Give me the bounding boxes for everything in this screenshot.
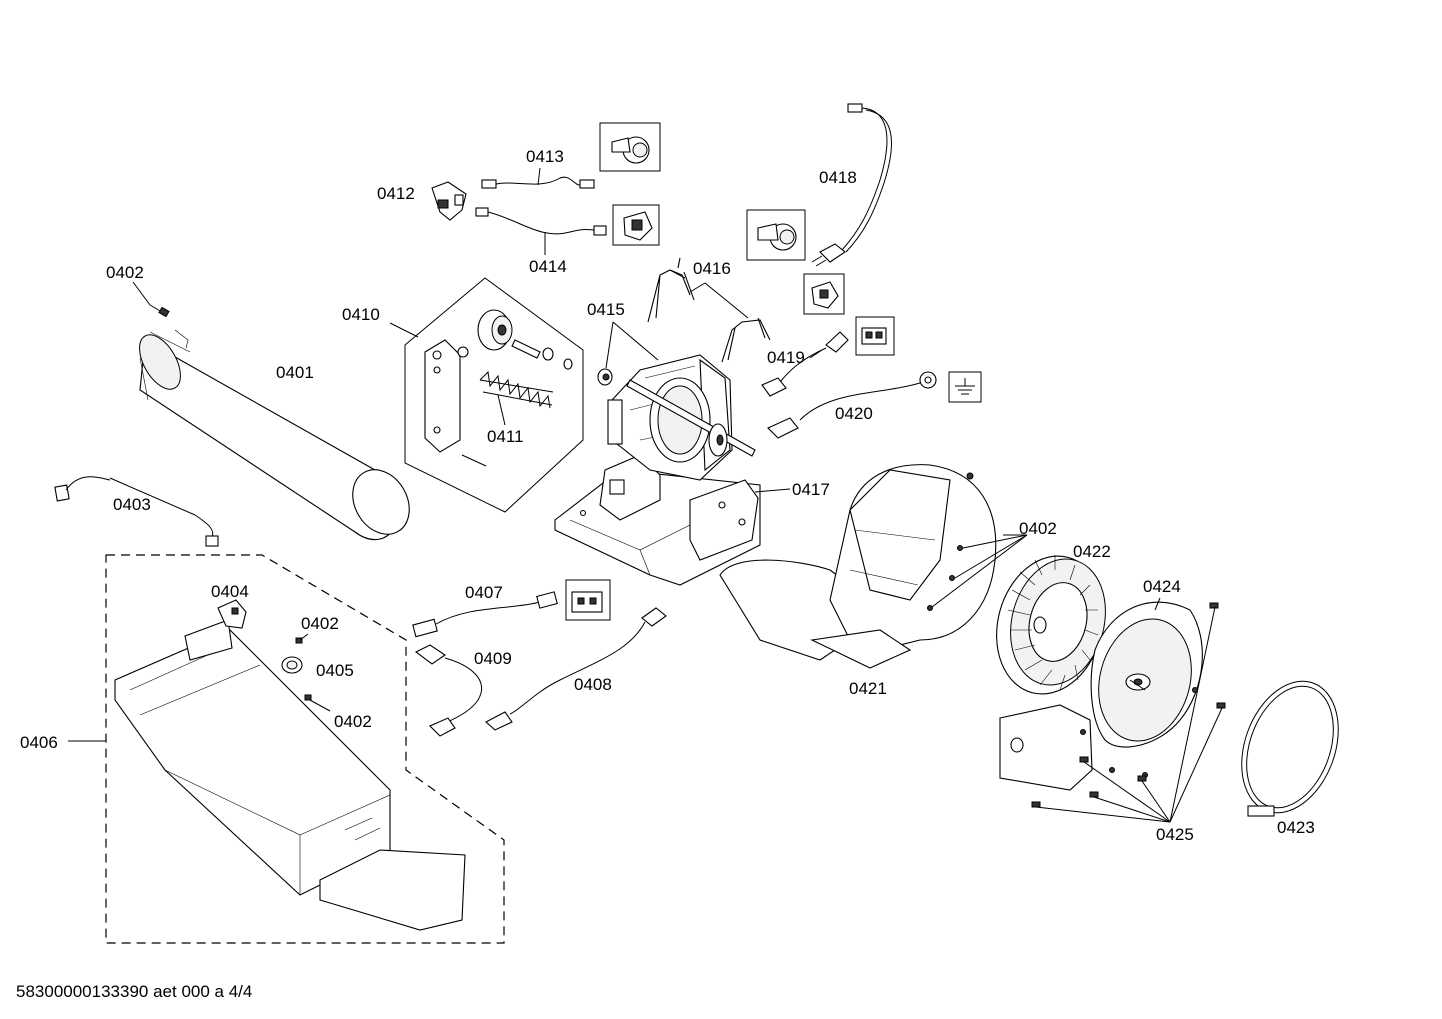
label-0413: 0413	[526, 147, 564, 166]
label-0425: 0425	[1156, 825, 1194, 844]
label-0417: 0417	[792, 480, 830, 499]
label-0406: 0406	[20, 733, 58, 752]
label-0408: 0408	[574, 675, 612, 694]
label-0421: 0421	[849, 679, 887, 698]
label-0424: 0424	[1143, 577, 1181, 596]
part-0401-duct-tube	[139, 329, 410, 541]
label-0410: 0410	[342, 305, 380, 324]
label-0423: 0423	[1277, 818, 1315, 837]
part-0403-harness	[54, 476, 219, 547]
label-0419: 0419	[767, 348, 805, 367]
part-0410-group	[389, 277, 584, 513]
label-0403: 0403	[113, 495, 151, 514]
label-0402: 0402	[301, 614, 339, 633]
label-0416: 0416	[693, 259, 731, 278]
label-0404: 0404	[211, 582, 249, 601]
part-0425-screws	[1031, 602, 1226, 823]
part-0421-blower-housing	[719, 464, 1028, 669]
part-0406-group	[68, 554, 505, 944]
callout-labels: 0401 0402 0403 0404 0402 0405 0402 0406 …	[20, 147, 1315, 844]
label-0411: 0411	[487, 427, 524, 446]
label-0405: 0405	[316, 661, 354, 680]
part-0415-0417-motor	[554, 257, 791, 586]
part-0424-rear-cover	[999, 597, 1203, 791]
part-0423-gasket	[1241, 680, 1339, 817]
label-0412: 0412	[377, 184, 415, 203]
label-0407: 0407	[465, 583, 503, 602]
label-0415: 0415	[587, 300, 625, 319]
label-0418: 0418	[819, 168, 857, 187]
label-0422: 0422	[1073, 542, 1111, 561]
part-0412-0414-sensors	[431, 122, 661, 255]
label-0402: 0402	[1019, 519, 1057, 538]
part-0402-screw	[132, 281, 170, 318]
label-0402: 0402	[334, 712, 372, 731]
part-0407-0409-wiring	[412, 579, 667, 737]
label-0401: 0401	[276, 363, 314, 382]
label-0420: 0420	[835, 404, 873, 423]
part-0418-0420-wiring	[746, 103, 982, 439]
label-0409: 0409	[474, 649, 512, 668]
label-0402: 0402	[106, 263, 144, 282]
label-0414: 0414	[529, 257, 567, 276]
part-0422-impeller	[996, 555, 1106, 695]
document-footer: 58300000133390 aet 000 a 4/4	[16, 982, 252, 1001]
